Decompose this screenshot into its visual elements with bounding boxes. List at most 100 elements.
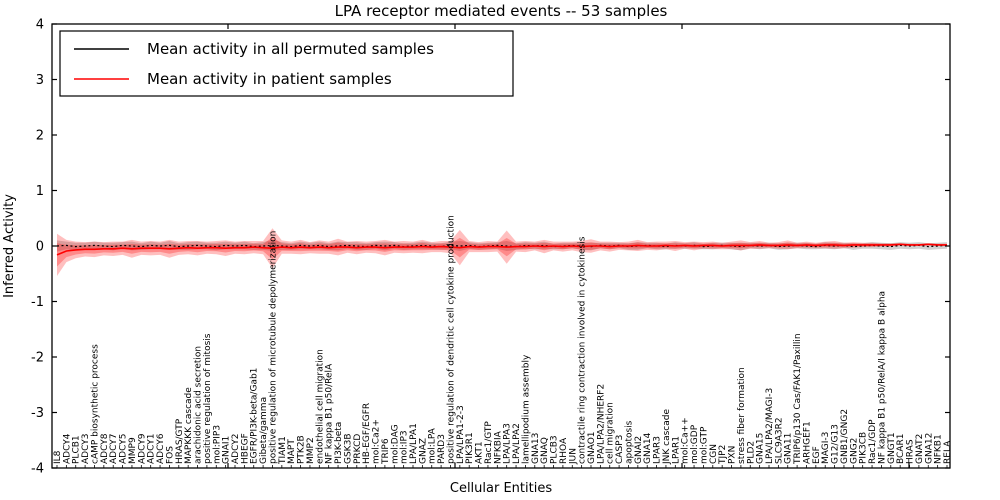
legend-label-permuted: Mean activity in all permuted samples — [147, 40, 434, 58]
category-label: NF kappa B1 p50/RelA/I kappa B alpha — [877, 291, 887, 464]
category-label: mol:GDP — [690, 424, 700, 464]
category-label: GNAZ — [418, 438, 428, 464]
category-label: IL8 — [53, 450, 63, 464]
category-label: EGFR/PI3K-beta/Gab1 — [250, 368, 260, 464]
y-tick-label: -4 — [31, 462, 44, 477]
category-label: PRKCD — [353, 434, 363, 464]
category-label: LPA/LPA2/MAGI-3 — [765, 388, 775, 464]
category-label: NFKB1 — [934, 434, 944, 464]
category-label: cell migration — [606, 402, 616, 464]
category-label: HRAS/GTP — [175, 418, 185, 464]
category-label: positive regulation of microtubule depol… — [269, 231, 279, 464]
y-tick-label: 3 — [36, 73, 44, 88]
category-label: mol:Ca2+ — [372, 419, 382, 464]
category-label: positive regulation of mitosis — [203, 333, 213, 464]
category-label: GNA13 — [531, 433, 541, 464]
category-label: RELA — [943, 440, 953, 464]
category-label: LPA/LPA2 — [512, 423, 522, 464]
category-label: TRIP6 — [381, 438, 391, 465]
category-label: ADCY8 — [100, 433, 110, 464]
category-label: PIK3R1 — [465, 432, 475, 464]
category-label: GNAI2 — [634, 436, 644, 464]
y-tick-label: -2 — [31, 351, 44, 366]
category-label: PLCB3 — [550, 435, 560, 464]
category-label: GNA12 — [924, 433, 934, 464]
category-label: TJP2 — [718, 445, 728, 465]
category-label: PLCB1 — [72, 435, 82, 464]
category-label: PXN — [728, 446, 738, 464]
patient-std-band-inner — [57, 237, 947, 267]
category-label: ARHGEF1 — [803, 421, 813, 464]
category-label: ADCY1 — [147, 434, 157, 464]
category-label: GNA14 — [643, 432, 653, 464]
y-axis-label: Inferred Activity — [2, 194, 17, 298]
category-label: mol:IP3 — [400, 430, 410, 464]
category-label: apoptosis — [625, 420, 635, 464]
category-label: ADCY9 — [137, 433, 147, 464]
y-tick-label: 1 — [36, 184, 44, 199]
category-label: HRAS — [906, 439, 916, 464]
x-axis-label: Cellular Entities — [450, 481, 552, 496]
category-label: PARD3 — [437, 434, 447, 464]
category-label: Rac1/GDP — [868, 419, 878, 464]
chart-title: LPA receptor mediated events -- 53 sampl… — [335, 2, 668, 20]
category-label: G12/G13 — [831, 424, 841, 464]
category-label: lamellipodium assembly — [521, 354, 531, 464]
category-label: GNGT1 — [887, 432, 897, 464]
category-label: Rac1/GTP — [484, 421, 494, 464]
category-label: PIK3CB — [859, 432, 869, 464]
category-label: MAPKKK cascade — [184, 387, 194, 464]
category-label: ADCY5 — [119, 434, 129, 464]
category-label: SLC9A3R2 — [774, 417, 784, 464]
category-label: CGN — [709, 444, 719, 464]
category-label: LPAR1 — [671, 436, 681, 464]
category-label: PTK2B — [297, 435, 307, 464]
category-label: AKT1 — [475, 441, 485, 464]
axis-ticks — [52, 23, 950, 469]
category-label: JNK cascade — [662, 409, 672, 465]
category-label: GNAO1 — [587, 431, 597, 464]
y-tick-label: 4 — [36, 18, 44, 33]
y-tick-label: -1 — [31, 295, 44, 310]
category-label: MAGI-3 — [821, 432, 831, 464]
category-label: PLD2 — [746, 441, 756, 464]
category-label: HBEGF — [240, 433, 250, 464]
category-label: RHOA — [559, 437, 569, 464]
category-label: GNG2 — [849, 438, 859, 464]
category-label: positive regulation of dendritic cell cy… — [447, 215, 457, 464]
category-label: NFKBIA — [493, 430, 503, 464]
category-label: GNB1/GNG2 — [840, 409, 850, 464]
category-label: ADCY6 — [156, 433, 166, 464]
category-label: EGF — [812, 446, 822, 464]
category-label: Gibeta/gamma — [259, 397, 269, 464]
category-label: GNAQ — [540, 437, 550, 464]
y-tick-label: 2 — [36, 129, 44, 144]
category-label: GNAT2 — [915, 434, 925, 464]
legend-box — [59, 30, 514, 97]
category-label: cAMP biosynthetic process — [91, 344, 101, 464]
legend: Mean activity in all permuted samples Me… — [59, 30, 514, 97]
category-label: mol:Ca++ — [681, 417, 691, 464]
category-label: stress fiber formation — [737, 367, 747, 464]
category-label: FOS — [165, 446, 175, 464]
category-label: LPAR3 — [653, 436, 663, 464]
category-label: HB-EGF/EGFR — [362, 403, 372, 464]
category-label: BCAR1 — [896, 434, 906, 464]
category-label: TRIP6/p130 Cas/FAK1/Paxillin — [793, 333, 803, 465]
category-label: arachidonic acid secretion — [194, 346, 204, 464]
category-label: mol:DAG — [390, 424, 400, 464]
category-label: CASP3 — [615, 435, 625, 464]
category-label: LPA/LPA3 — [503, 423, 513, 464]
legend-entry-patient: Mean activity in patient samples — [74, 70, 392, 88]
category-label: LPA/LPA1 — [409, 423, 419, 464]
category-label: LPA/LPA2/NHERF2 — [596, 384, 606, 464]
category-label: mol:PIP3 — [212, 425, 222, 464]
category-label: MMP9 — [128, 437, 138, 464]
y-tick-label: 0 — [36, 240, 44, 255]
category-label: contractile ring contraction involved in… — [578, 236, 588, 464]
category-label: GNAI1 — [222, 436, 232, 464]
category-label: JUN — [568, 448, 578, 465]
